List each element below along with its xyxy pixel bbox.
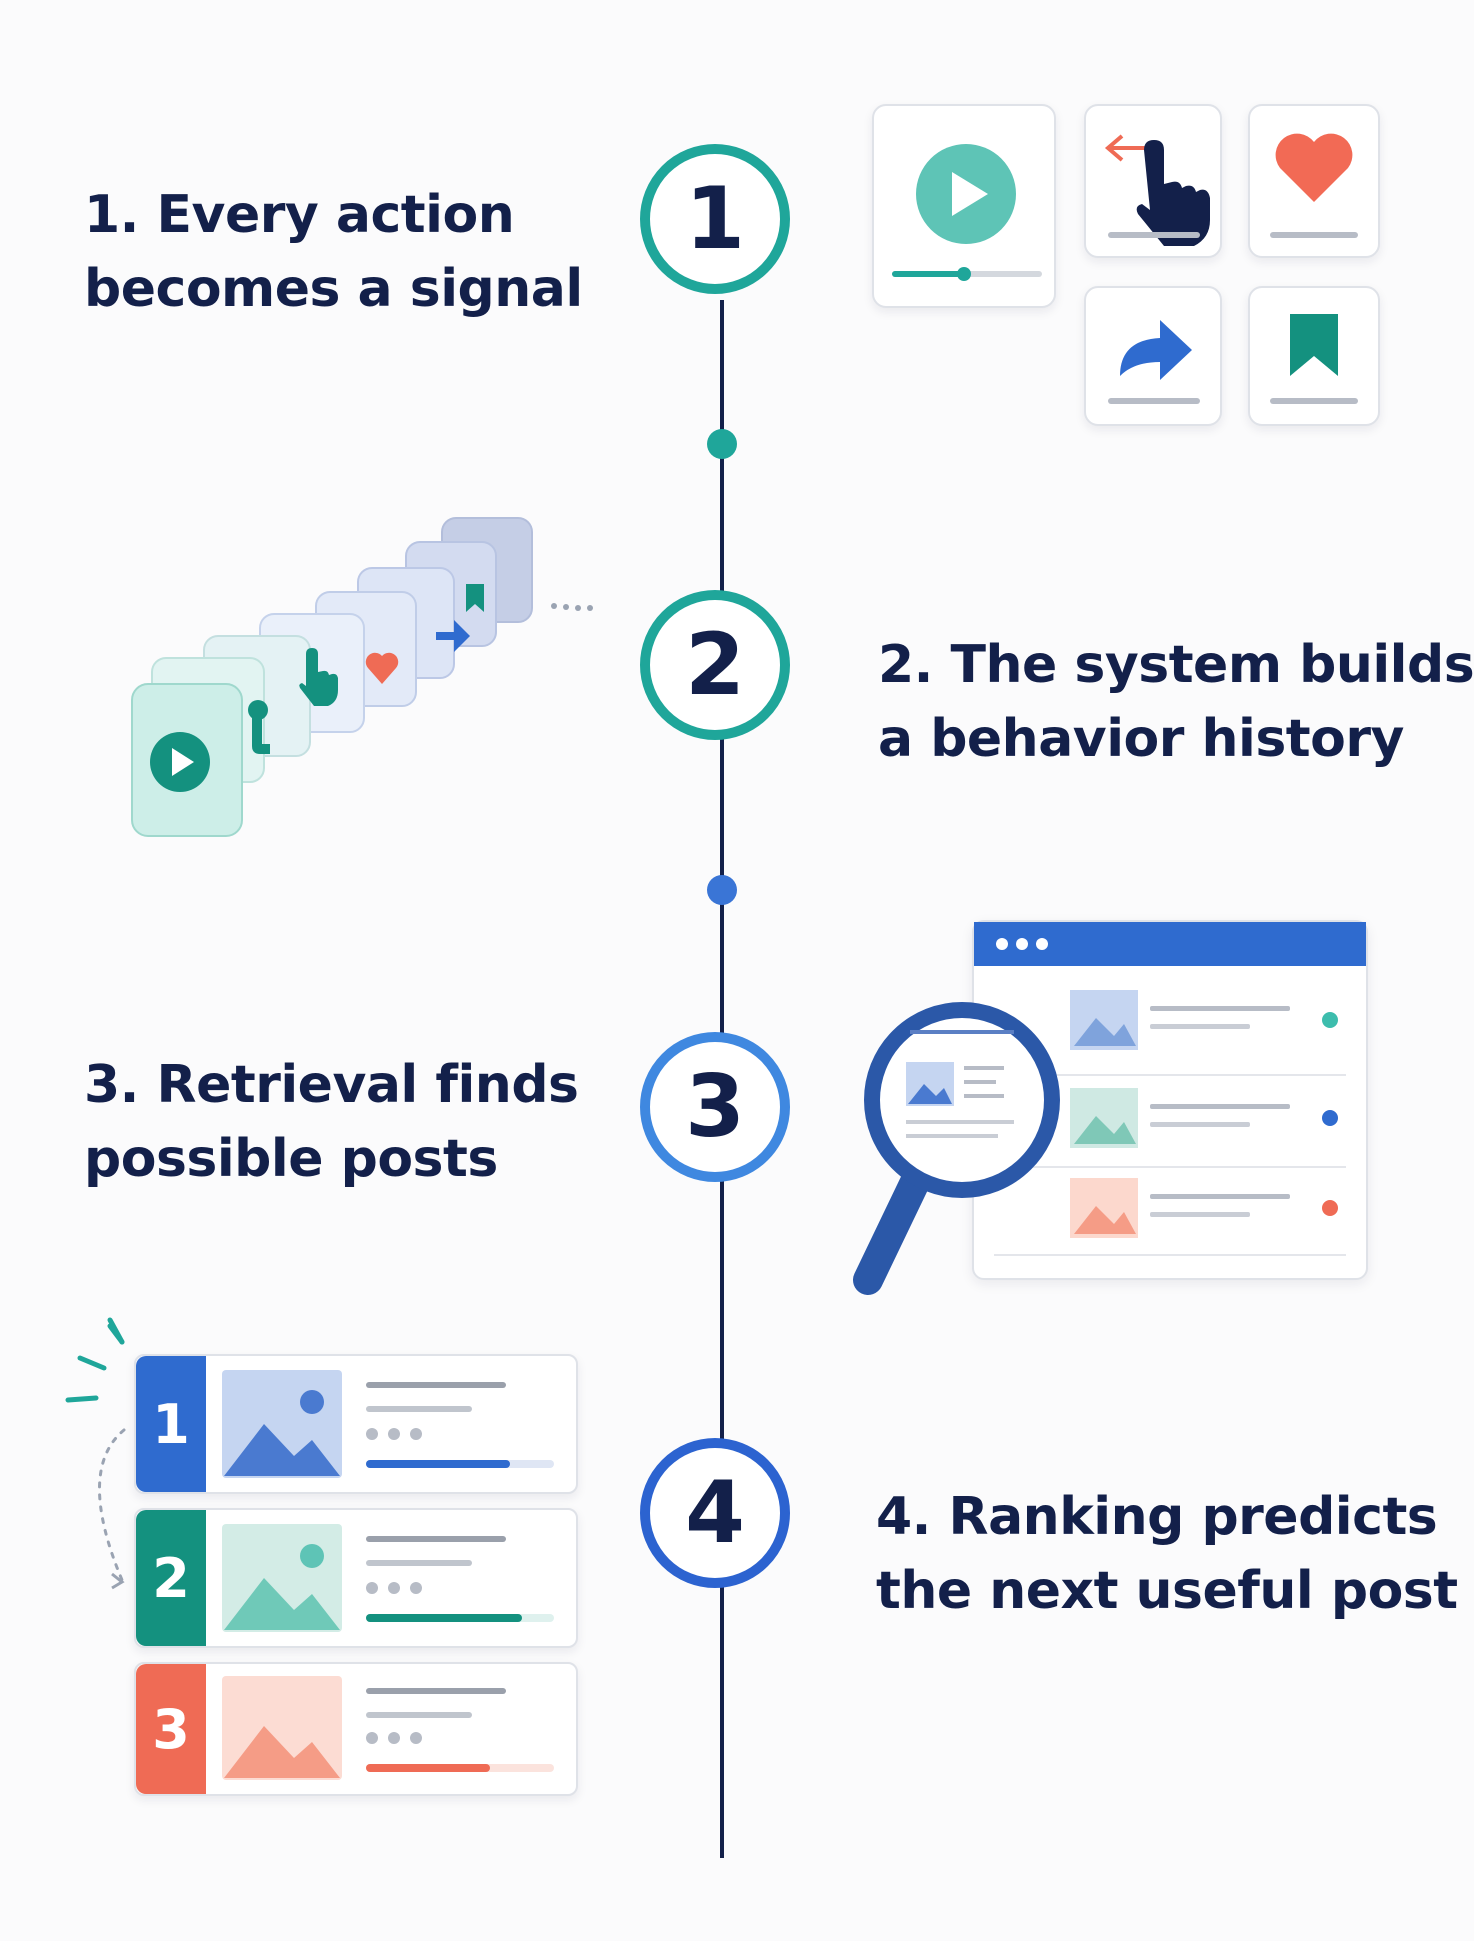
- step-2-number: 2: [685, 615, 745, 715]
- retrieved-post-3: [994, 1178, 1346, 1256]
- rank-1-number: 1: [152, 1392, 190, 1456]
- share-signal-card: [1084, 286, 1222, 426]
- step-3-title-line2: possible posts: [84, 1129, 498, 1189]
- step-3-title-line1: 3. Retrieval finds: [84, 1055, 579, 1115]
- step-1-title-line1: 1. Every action: [84, 185, 515, 245]
- step-4-circle: 4: [640, 1438, 790, 1588]
- bookmark-icon: [1270, 314, 1358, 404]
- rank-2-number: 2: [152, 1546, 190, 1610]
- rank-3-badge: 3: [136, 1664, 206, 1794]
- bookmark-signal-card: [1248, 286, 1380, 426]
- step-3-circle: 3: [640, 1032, 790, 1182]
- retrieved-post-1: [994, 990, 1346, 1076]
- ranked-post-1: 1: [134, 1354, 578, 1494]
- browser-title-bar: [974, 922, 1366, 966]
- heart-icon: [1270, 133, 1358, 238]
- step-2-title: 2. The system builds a behavior history: [878, 628, 1474, 776]
- behavior-history-stack: [131, 517, 593, 837]
- step-4-title-line2: the next useful post: [876, 1561, 1458, 1621]
- ranked-post-2: 2: [134, 1508, 578, 1648]
- swipe-pointer-icon: [1104, 134, 1210, 246]
- rank-1-badge: 1: [136, 1356, 206, 1492]
- share-icon: [1108, 320, 1200, 404]
- rank-2-badge: 2: [136, 1510, 206, 1646]
- retrieved-post-2: [994, 1088, 1346, 1168]
- step-2-circle: 2: [640, 590, 790, 740]
- retrieved-post-list: [994, 990, 1346, 1256]
- step-3-title: 3. Retrieval finds possible posts: [84, 1048, 579, 1196]
- step-4-title: 4. Ranking predicts the next useful post: [876, 1480, 1458, 1628]
- swipe-signal-card: [1084, 104, 1222, 258]
- ranking-accents: [65, 1317, 126, 1590]
- timeline-dot-1: [707, 429, 737, 459]
- step-4-title-line1: 4. Ranking predicts: [876, 1487, 1438, 1547]
- ranked-post-3-content: [222, 1676, 554, 1780]
- play-icon: [892, 144, 1042, 281]
- play-signal-card: [872, 104, 1056, 308]
- rank-3-number: 3: [152, 1697, 190, 1761]
- step-1-title: 1. Every action becomes a signal: [84, 178, 583, 326]
- step-1-circle: 1: [640, 144, 790, 294]
- play-history-card: [131, 683, 243, 837]
- heart-signal-card: [1248, 104, 1380, 258]
- step-2-title-line1: 2. The system builds: [878, 635, 1474, 695]
- window-dots-icon: [996, 938, 1048, 950]
- step-4-number: 4: [685, 1463, 745, 1563]
- step-1-title-line2: becomes a signal: [84, 259, 583, 319]
- magnifier-icon: [853, 1002, 1060, 1295]
- step-1-number: 1: [685, 169, 745, 269]
- step-3-number: 3: [685, 1057, 745, 1157]
- ranked-post-3: 3: [134, 1662, 578, 1796]
- ranked-post-1-content: [222, 1370, 554, 1478]
- timeline-dot-2: [707, 875, 737, 905]
- ranked-post-2-content: [222, 1524, 554, 1632]
- step-2-title-line2: a behavior history: [878, 709, 1404, 769]
